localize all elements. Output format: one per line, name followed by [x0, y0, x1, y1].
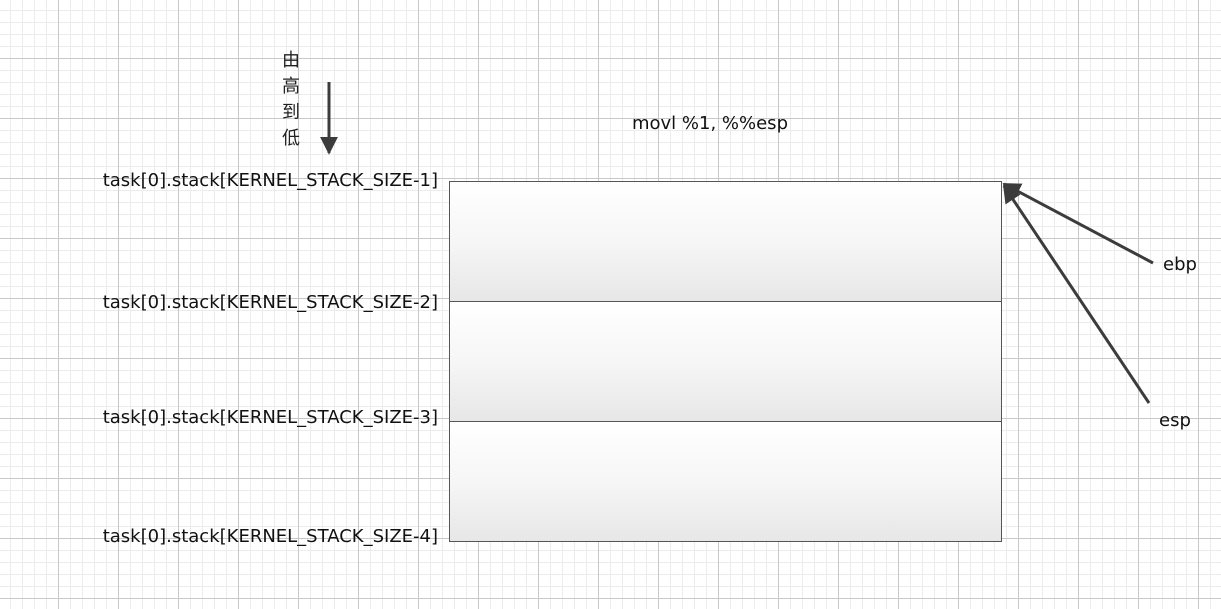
- esp-pointer-arrow: [1002, 184, 1151, 404]
- stack-cell-3: [450, 422, 1001, 541]
- stack-slot-label-1: task[0].stack[KERNEL_STACK_SIZE-1]: [102, 170, 438, 191]
- stack-slot-label-2: task[0].stack[KERNEL_STACK_SIZE-2]: [102, 292, 438, 313]
- instruction-label: movl %1, %%esp: [631, 113, 788, 134]
- esp-label: esp: [1159, 410, 1191, 431]
- ebp-label: ebp: [1163, 254, 1197, 275]
- stack-cell-2: [450, 302, 1001, 422]
- stack-slot-label-3: task[0].stack[KERNEL_STACK_SIZE-3]: [102, 407, 438, 428]
- kernel-stack-box: [449, 181, 1002, 542]
- stack-cell-1: [450, 182, 1001, 302]
- ebp-pointer-arrow: [1002, 182, 1154, 265]
- stack-slot-label-4: task[0].stack[KERNEL_STACK_SIZE-4]: [102, 526, 438, 547]
- direction-label: 由高到低: [282, 50, 300, 149]
